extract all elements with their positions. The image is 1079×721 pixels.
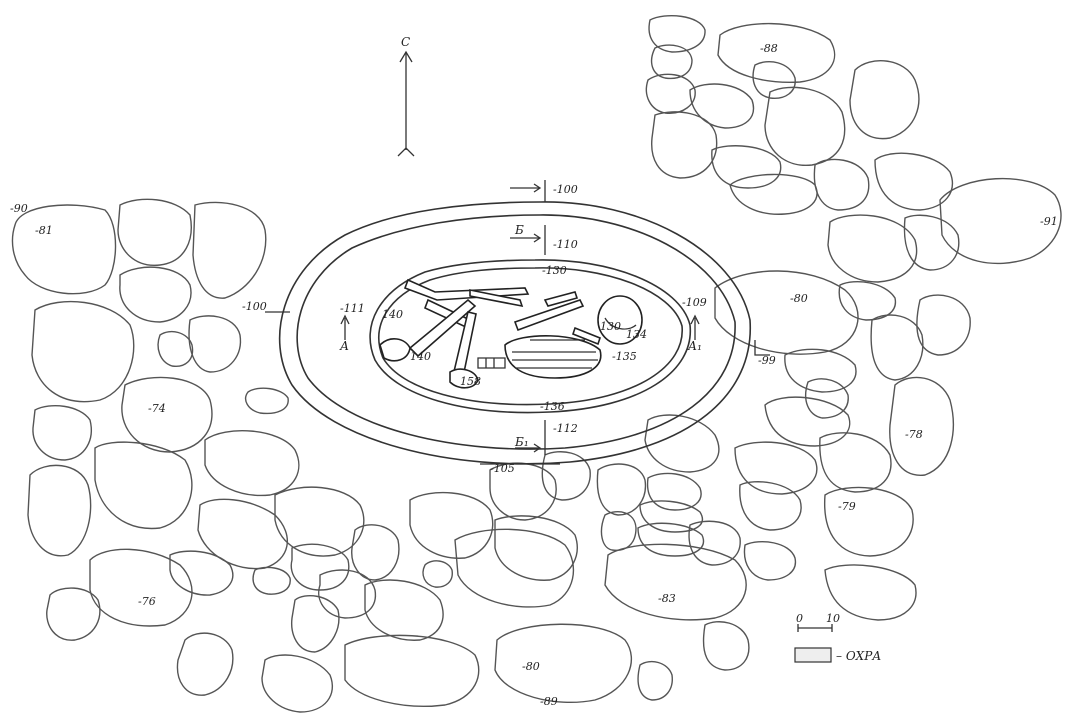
legend: – ОХРА (794, 647, 881, 663)
stones-east (645, 15, 1062, 621)
depth-mark-83: -83 (658, 592, 676, 605)
depth-mark-158: 158 (460, 375, 481, 388)
ochre-swatch (794, 647, 832, 663)
depth-mark-100-west: -100 (242, 300, 267, 313)
section-letters: Б Б₁ А А₁ (339, 223, 702, 449)
depth-mark-136: -136 (540, 400, 565, 413)
depth-mark-111: -111 (340, 302, 365, 315)
depth-mark-74: -74 (148, 402, 166, 415)
depth-mark-81: -81 (35, 224, 53, 237)
depth-mark-99: -99 (758, 354, 776, 367)
section-label-a: А (339, 339, 349, 353)
depth-mark-130-skull: 130 (600, 320, 621, 333)
burial-pit (278, 201, 751, 465)
stones-west (11, 198, 334, 713)
depth-mark-140-upper: 140 (382, 308, 403, 321)
depth-labels: -100 -110 -130 -111 140 140 158 130 134 … (10, 42, 1058, 708)
depth-mark-105: -105 (490, 462, 515, 475)
stones-south (274, 414, 750, 707)
scale-zero-label: 0 (796, 612, 803, 625)
scale-bar: 0 10 (796, 612, 840, 632)
depth-mark-91: -91 (1040, 215, 1058, 228)
depth-mark-76: -76 (138, 595, 156, 608)
depth-mark-135: -135 (612, 350, 637, 363)
depth-mark-88: -88 (760, 42, 778, 55)
depth-mark-100: -100 (553, 183, 578, 196)
depth-mark-80-south: -80 (522, 660, 540, 673)
skeleton (379, 278, 643, 389)
depth-mark-130: -130 (542, 264, 567, 277)
section-label-b: Б (514, 223, 524, 237)
depth-mark-90: -90 (10, 202, 28, 215)
depth-mark-89: -89 (540, 695, 558, 708)
depth-mark-78: -78 (905, 428, 923, 441)
depth-mark-110: -110 (553, 238, 578, 251)
section-label-a1: А₁ (687, 339, 702, 353)
depth-mark-109: -109 (682, 296, 707, 309)
depth-mark-112: -112 (553, 422, 578, 435)
depth-mark-80: -80 (790, 292, 808, 305)
depth-mark-140-lower: 140 (410, 350, 431, 363)
section-markers (265, 180, 770, 465)
section-label-b1: Б₁ (514, 435, 529, 449)
north-label: С (401, 35, 410, 49)
depth-mark-79: -79 (838, 500, 856, 513)
north-arrow: С (397, 35, 415, 157)
legend-ochre-label: – ОХРА (836, 649, 881, 663)
scale-ten-label: 10 (826, 612, 840, 625)
depth-mark-134: 134 (626, 328, 647, 341)
